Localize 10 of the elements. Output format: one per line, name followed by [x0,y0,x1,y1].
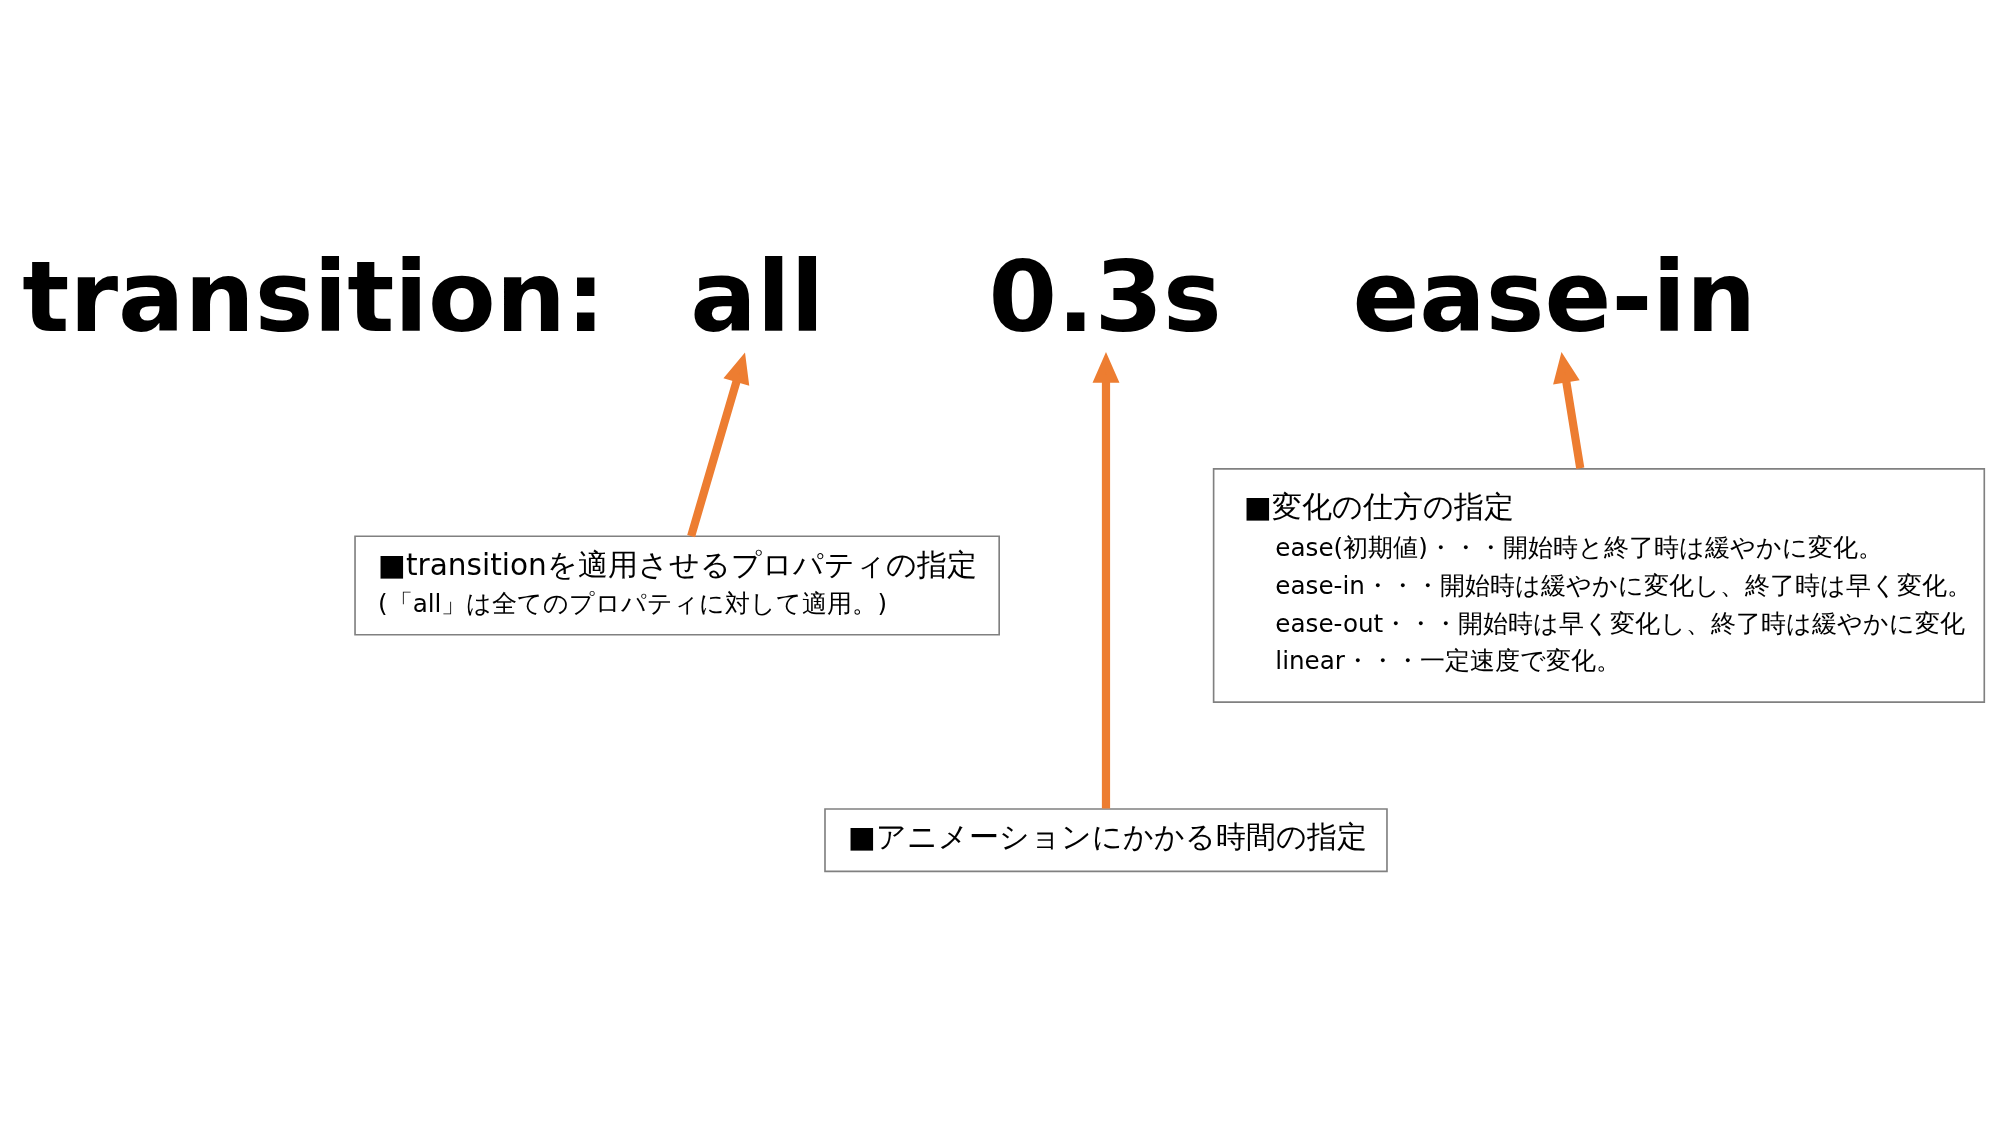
node-box: ■アニメーションにかかる時間の指定 [824,808,1388,873]
arrow [1092,351,1120,809]
node-text: ease-in [1352,238,1757,354]
arrow [687,352,750,538]
node-box: ■transitionを適用させるプロパティの指定 (「all」は全てのプロパティに対して適用。) [354,535,1000,636]
node-text: 0.3s [988,238,1222,354]
node-box: ■変化の仕方の指定 ease(初期値)・・・開始時と終了時は緩やかに変化。 ease-in・・・開始時は緩やかに変化し、終了時は早く変化。 ease-out・・・開始時は早く変化し、終了時は緩やかに変化 linear・・・一定速度で変化。 [1212,468,1986,703]
node-text: transition: [22,238,606,354]
node-text: all [690,238,825,354]
arrow [1553,352,1585,469]
